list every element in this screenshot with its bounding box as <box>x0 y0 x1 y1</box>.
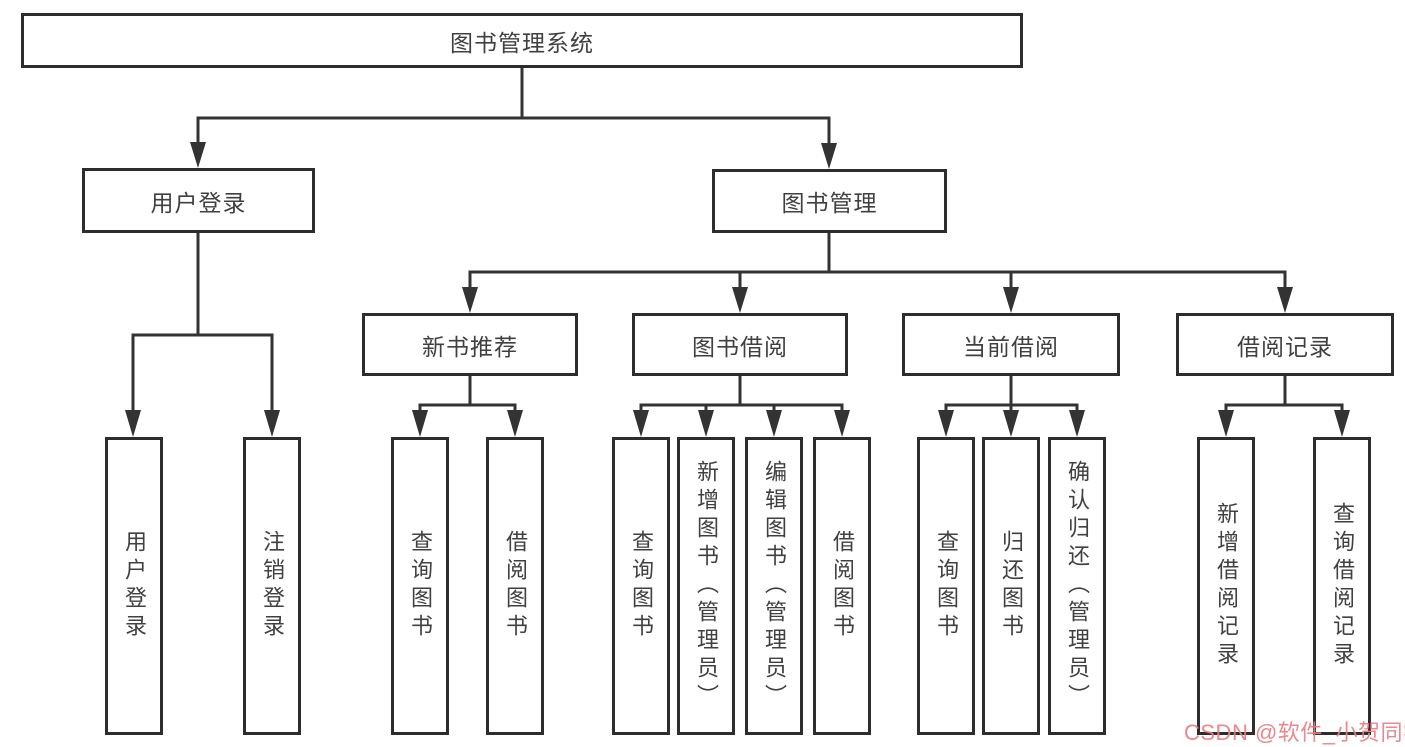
node-label: 图书管理 <box>781 190 878 216</box>
arrow-down-icon <box>698 410 714 437</box>
node-label: 查询图书 <box>934 530 959 642</box>
arrow-down-icon <box>732 287 748 313</box>
arrow-down-icon <box>633 410 649 437</box>
connector-userlogin-rail <box>131 333 274 413</box>
leaf-confirm-return-admin: 确认归还（管理员） <box>1048 437 1106 735</box>
leaf-query-books-current: 查询图书 <box>917 437 975 735</box>
node-label: 图书管理系统 <box>450 29 594 56</box>
node-library-management-system: 图书管理系统 <box>21 13 1023 68</box>
node-label: 图书借阅 <box>692 333 788 360</box>
watermark-csdn: CSDN @软件_小贺同学 <box>1184 720 1405 745</box>
arrow-down-icon <box>412 410 428 437</box>
arrow-down-icon <box>1003 287 1019 313</box>
arrow-down-icon <box>507 410 523 437</box>
arrow-down-icon <box>766 410 782 437</box>
leaf-add-books-admin: 新增图书（管理员） <box>677 437 735 735</box>
leaf-edit-books-admin: 编辑图书（管理员） <box>745 437 803 735</box>
arrow-down-icon <box>1218 410 1234 437</box>
arrow-down-icon <box>834 410 850 437</box>
node-borrowing-records: 借阅记录 <box>1176 313 1394 376</box>
node-label: 新增借阅记录 <box>1214 502 1239 670</box>
connector-level2-rail <box>468 270 1287 290</box>
leaf-logout: 注销登录 <box>243 437 301 735</box>
connector-groupE-rail <box>1224 403 1344 413</box>
node-user-login: 用户登录 <box>82 168 315 233</box>
leaf-user-login: 用户登录 <box>105 437 163 735</box>
arrow-down-icon <box>264 410 280 437</box>
connector-level1-rail <box>196 116 831 146</box>
connector-groupB-rail <box>418 403 517 413</box>
node-label: 当前借阅 <box>963 333 1059 360</box>
arrow-down-icon <box>938 410 954 437</box>
leaf-query-books-recommend: 查询图书 <box>391 437 449 735</box>
node-label: 用户登录 <box>150 189 247 216</box>
node-label: 确认归还（管理员） <box>1065 460 1090 712</box>
node-label: 借阅记录 <box>1237 333 1333 360</box>
leaf-borrow-books-borrowing: 借阅图书 <box>813 437 871 735</box>
arrow-down-icon <box>1334 410 1350 437</box>
arrow-down-icon <box>821 143 837 169</box>
arrow-down-icon <box>1069 410 1085 437</box>
node-label: 查询图书 <box>408 530 433 642</box>
node-current-borrowing: 当前借阅 <box>902 313 1120 376</box>
node-new-book-recommendation: 新书推荐 <box>362 313 578 376</box>
leaf-return-books: 归还图书 <box>982 437 1040 735</box>
node-label: 注销登录 <box>260 530 285 642</box>
leaf-borrow-books-recommend: 借阅图书 <box>486 437 544 735</box>
node-label: 查询借阅记录 <box>1330 502 1355 670</box>
node-label: 查询图书 <box>629 530 654 642</box>
node-label: 新书推荐 <box>422 333 518 360</box>
node-label: 编辑图书（管理员） <box>762 460 787 712</box>
node-label: 用户登录 <box>122 530 147 642</box>
leaf-query-books-borrowing: 查询图书 <box>612 437 670 735</box>
arrow-down-icon <box>190 142 206 168</box>
arrow-down-icon <box>462 287 478 313</box>
node-label: 借阅图书 <box>830 530 855 642</box>
node-book-management: 图书管理 <box>712 169 947 233</box>
arrow-down-icon <box>125 410 141 437</box>
leaf-add-borrow-record: 新增借阅记录 <box>1197 437 1255 735</box>
connector-groupC-rail <box>639 403 844 413</box>
node-label: 新增图书（管理员） <box>694 460 719 712</box>
arrow-down-icon <box>1003 410 1019 437</box>
node-label: 归还图书 <box>999 530 1024 642</box>
node-label: 借阅图书 <box>503 530 528 642</box>
leaf-query-borrow-record: 查询借阅记录 <box>1313 437 1371 735</box>
node-book-borrowing: 图书借阅 <box>632 313 848 376</box>
arrow-down-icon <box>1277 287 1293 313</box>
